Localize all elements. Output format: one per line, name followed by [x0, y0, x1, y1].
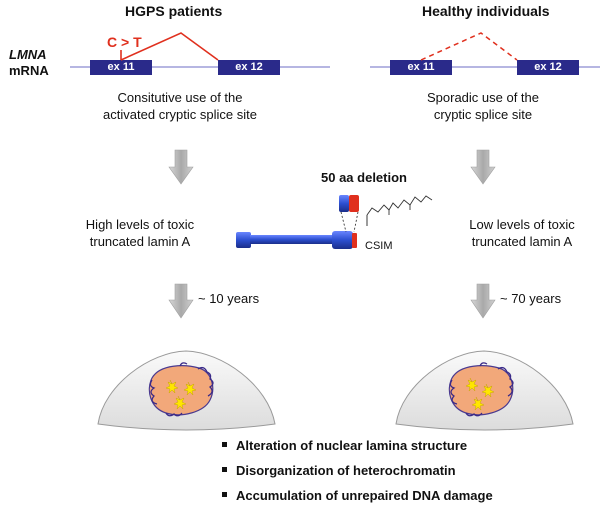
healthy-lamin-level-1: Low levels of toxic	[469, 217, 575, 232]
protein-tail-end	[352, 233, 357, 248]
bullet-icon	[222, 467, 227, 472]
damage-star	[465, 377, 479, 392]
hgps-header: HGPS patients	[125, 3, 223, 19]
damage-star	[165, 379, 179, 394]
healthy-arrow-2	[470, 283, 496, 319]
deletion-label: 50 aa deletion	[321, 170, 407, 185]
motif-label: CSIM	[365, 240, 393, 252]
healthy-cell	[395, 350, 574, 431]
hgps-dna-damage-icons	[165, 379, 197, 410]
healthy-exon-12	[517, 60, 579, 75]
mrna-label: mRNA	[9, 63, 49, 78]
protein-rod	[250, 235, 334, 244]
hgps-exon-11	[90, 60, 152, 75]
protein-tail	[332, 231, 353, 249]
bullet-icon	[222, 442, 227, 447]
hgps-timeline: ~ 10 years	[198, 291, 260, 306]
farnesyl-chain	[366, 195, 433, 216]
healthy-nucleus	[448, 365, 514, 416]
hgps-splice-desc-1: Consitutive use of the	[117, 90, 243, 105]
hgps-exon-12-label: ex 12	[235, 61, 263, 73]
healthy-chromatin	[449, 362, 514, 417]
hgps-active-splice-line	[120, 32, 219, 61]
healthy-splice-desc-1: Sporadic use of the	[426, 90, 540, 105]
healthy-arrow-1	[470, 149, 496, 185]
hgps-splice-desc-2: activated cryptic splice site	[103, 107, 257, 122]
hgps-arrow-1	[168, 149, 194, 185]
damage-star	[173, 395, 187, 410]
bullet-icon	[222, 492, 227, 497]
deletion-callout-line-2	[353, 211, 359, 233]
healthy-mrna-diagram	[370, 32, 600, 75]
progerin-protein	[236, 195, 433, 249]
healthy-header: Healthy individuals	[422, 3, 550, 19]
consequence-text: Alteration of nuclear lamina structure	[236, 438, 468, 453]
gene-label: LMNA	[9, 47, 47, 62]
damage-star	[183, 381, 197, 396]
hgps-nucleus	[148, 365, 214, 416]
deleted-segment-red	[349, 195, 359, 212]
consequence-text: Accumulation of unrepaired DNA damage	[236, 488, 493, 503]
damage-star	[471, 396, 485, 411]
healthy-exon-11	[390, 60, 452, 75]
hgps-mrna-diagram	[70, 32, 330, 75]
healthy-dna-damage-icons	[465, 377, 495, 411]
hgps-lamin-level-2: truncated lamin A	[89, 234, 191, 249]
healthy-exon-12-label: ex 12	[534, 61, 562, 73]
hgps-cell	[97, 350, 276, 431]
damage-star	[481, 383, 495, 398]
hgps-lamin-level-1: High levels of toxic	[85, 217, 195, 232]
healthy-timeline: ~ 70 years	[500, 291, 562, 306]
healthy-sporadic-splice-line	[420, 32, 518, 61]
hgps-arrow-2	[168, 283, 194, 319]
healthy-lamin-level-2: truncated lamin A	[471, 234, 573, 249]
deleted-segment-blue	[339, 195, 349, 212]
hgps-chromatin	[149, 362, 214, 417]
hgps-exon-12	[218, 60, 280, 75]
healthy-exon-11-label: ex 11	[407, 61, 435, 73]
protein-head	[236, 232, 251, 248]
consequence-text: Disorganization of heterochromatin	[236, 463, 456, 478]
hgps-exon-11-label: ex 11	[107, 61, 135, 73]
healthy-splice-desc-2: cryptic splice site	[433, 107, 533, 122]
mutation-label: C > T	[107, 34, 142, 50]
deletion-callout-line	[340, 211, 347, 233]
